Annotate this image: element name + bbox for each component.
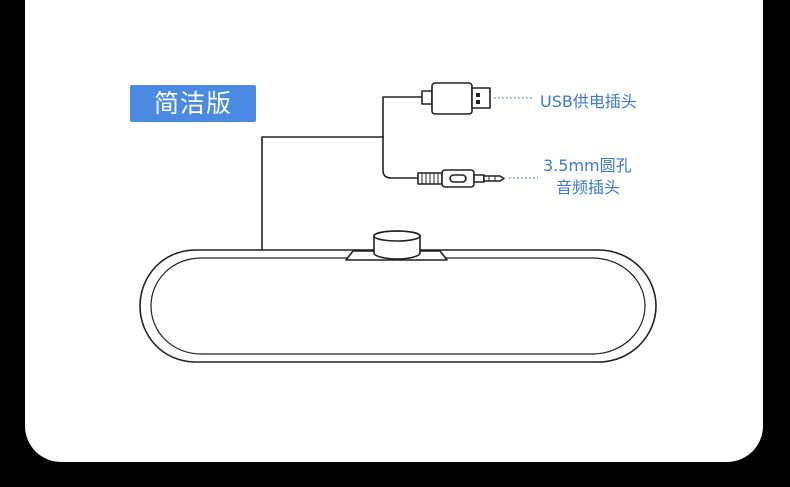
volume-knob-icon <box>373 230 421 260</box>
cable-branch-jack <box>382 136 419 179</box>
version-badge: 简洁版 <box>130 85 256 122</box>
audio-jack-callout-line2: 音频插头 <box>556 178 621 197</box>
usb-plug-callout: USB供电插头 <box>540 92 637 111</box>
cable-trunk <box>261 136 384 251</box>
speaker-body-outline <box>139 249 657 363</box>
speaker-body-inner <box>150 257 646 355</box>
audio-jack-callout-line1: 3.5mm圆孔 <box>543 156 632 175</box>
cable-branch-usb <box>382 96 431 138</box>
audio-jack-icon <box>417 169 505 188</box>
audio-jack-callout: 3.5mm圆孔 音频插头 <box>543 155 632 199</box>
usb-plug-icon <box>421 82 491 115</box>
